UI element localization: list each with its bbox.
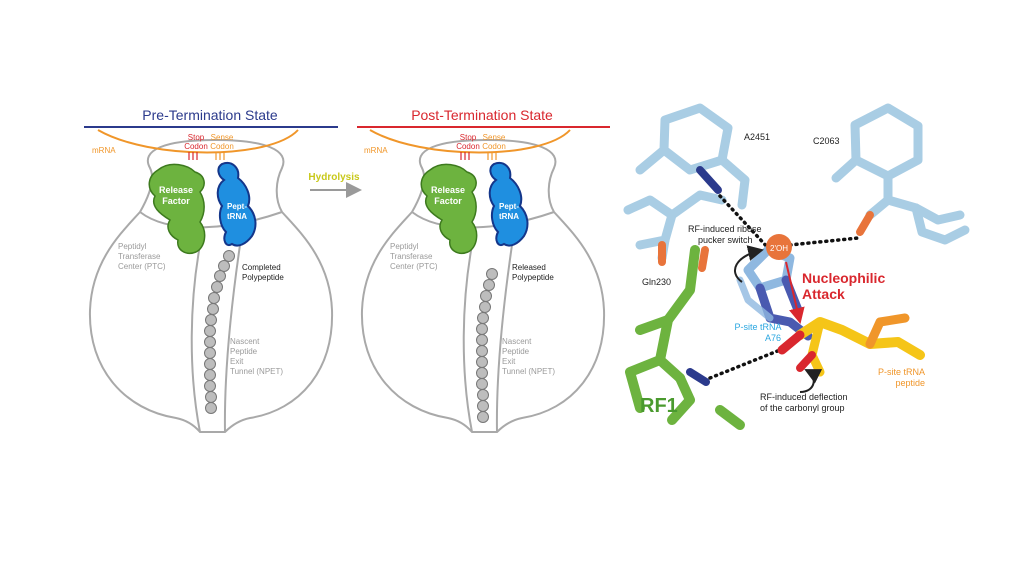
post-ptc-label-1: Peptidyl [390,242,419,251]
pre-stop-codon-2: Codon [184,142,208,151]
post-title: Post-Termination State [411,107,553,123]
pre-pept-trna-label-2: tRNA [227,212,247,221]
post-polypeptide-chain [476,268,498,423]
post-pept-trna-label-1: Pept- [499,202,519,211]
post-ptc-label-2: Transferase [390,252,433,261]
post-release-factor [420,163,478,254]
psite-peptide-label-2: peptide [895,378,925,388]
gln230-nitrogen [686,368,710,386]
psite-a76-label-2: A76 [765,333,781,343]
pre-release-factor-label-1: Release [159,185,193,195]
oh-oxygen-atom [766,234,792,260]
a2451-nitrogen [696,166,722,194]
post-codon-ticks [460,152,497,160]
nucleophilic-label-1: Nucleophilic [802,270,885,286]
pre-polypeptide-label-1: Completed [242,263,281,272]
pre-sense-codon-2: Codon [210,142,234,151]
pre-pept-trna-label-1: Pept- [227,202,247,211]
post-polypeptide-label-1: Released [512,263,546,272]
post-npet-label-3: Exit [502,357,516,366]
post-polypeptide-label-2: Polypeptide [512,273,554,282]
rf1-label: RF1 [640,395,678,417]
pre-release-factor-label-2: Factor [162,196,190,206]
nucleophilic-label-2: Attack [802,286,845,302]
pre-tunnel-wall-left [190,244,201,433]
pre-ptc-label-3: Center (PTC) [118,262,166,271]
nucleophilic-attack-arrow [785,261,805,324]
pre-sense-codon-1: Sense [211,133,234,142]
post-ptc-label-3: Center (PTC) [390,262,438,271]
post-tunnel-wall-right [495,244,513,433]
pre-mrna-strand [97,129,299,154]
post-sense-codon-1: Sense [483,133,506,142]
ribose-switch-label-1: RF-induced ribose [688,224,762,234]
deflection-label-1: RF-induced deflection [760,392,848,402]
post-termination-panel: Post-Termination State mRNA Stop Codon S… [357,107,610,433]
psite-a76-label-1: P-site tRNA [734,322,781,332]
pre-npet-label-1: Nascent [230,337,260,346]
pre-ribosome-outline [88,138,334,433]
psite-peptide-label-1: P-site tRNA [878,367,925,377]
pre-release-factor [148,163,206,254]
oh-label: 2'OH [770,244,788,253]
post-stop-codon-2: Codon [456,142,480,151]
post-npet-label-1: Nascent [502,337,532,346]
post-sense-codon-2: Codon [482,142,506,151]
pre-ptc-label-1: Peptidyl [118,242,147,251]
c2063-stick-model [831,103,970,245]
pre-npet-label-2: Peptide [230,347,258,356]
deflection-arrow [799,369,823,393]
post-ribosome-outline [360,138,606,433]
post-release-factor-label-1: Release [431,185,465,195]
a2451-label: A2451 [744,132,770,142]
a2451-stick-model [623,103,750,263]
pre-polypeptide-chain [204,250,235,414]
pre-mrna-label: mRNA [92,146,116,155]
pre-codon-ticks [188,152,225,160]
hydrolysis-transition: Hydrolysis [308,172,362,198]
deflection-label-2: of the carbonyl group [760,403,845,413]
pre-stop-codon-1: Stop [188,133,205,142]
pre-npet-label-3: Exit [230,357,244,366]
pre-tunnel-wall-right [223,244,241,433]
post-pept-trna [488,162,529,247]
post-mrna-label: mRNA [364,146,388,155]
post-tunnel-wall-left [462,244,473,433]
post-release-factor-label-2: Factor [434,196,462,206]
pre-polypeptide-label-2: Polypeptide [242,273,284,282]
hydrolysis-label: Hydrolysis [308,172,360,183]
gln230-stick-model [625,245,745,430]
c2063-oxygen [856,211,874,236]
hbond-a2451-oh [718,194,772,252]
pre-npet-label-4: Tunnel (NPET) [230,367,283,376]
ribose-switch-arrow [734,245,764,283]
post-npet-label-4: Tunnel (NPET) [502,367,555,376]
post-pept-trna-label-2: tRNA [499,212,519,221]
peptide-stick-model [777,313,925,377]
c2063-label: C2063 [813,136,840,146]
post-npet-label-2: Peptide [502,347,530,356]
pre-title: Pre-Termination State [142,107,278,123]
gln230-oxygen [698,246,709,272]
ribose-switch-label-2: pucker switch [698,235,753,245]
pre-termination-panel: Pre-Termination State mRNA Stop Codon Se… [84,107,338,433]
gln230-label: Gln230 [642,277,671,287]
hbond-oh-c2063 [788,236,860,247]
post-stop-codon-1: Stop [460,133,477,142]
structure-panel: A2451 C2063 2'OH [623,103,970,430]
pre-pept-trna [216,162,257,247]
hbond-gln230-carbonyl [708,348,782,380]
post-mrna-strand [369,129,571,154]
pre-ptc-label-2: Transferase [118,252,161,261]
